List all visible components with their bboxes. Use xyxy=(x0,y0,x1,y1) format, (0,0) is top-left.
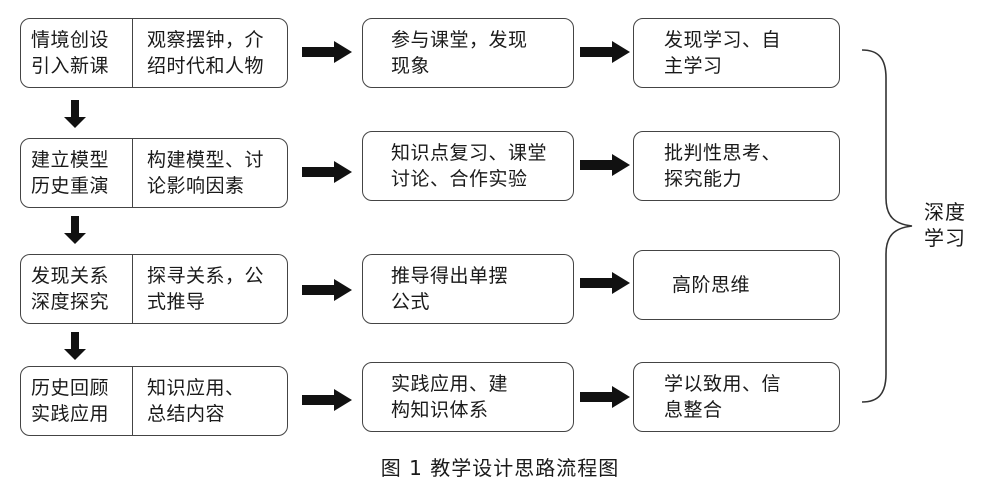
figure-caption: 图 1 教学设计思路流程图 xyxy=(380,456,620,480)
student-label-2: 知识点复习、课堂 讨论、合作实验 xyxy=(391,142,548,190)
outcome-label-3: 高阶思维 xyxy=(672,274,751,296)
stage-box-4: 历史回顾 实践应用 知识应用、 总结内容 xyxy=(20,366,288,436)
stage-box-1: 情境创设 引入新课 观察摆钟，介 绍时代和人物 xyxy=(20,18,288,88)
activity-label-2: 构建模型、讨 论影响因素 xyxy=(147,149,265,197)
arrow-right-icon xyxy=(302,279,352,301)
arrow-right-icon xyxy=(580,386,630,408)
activity-label-1: 观察摆钟，介 绍时代和人物 xyxy=(147,29,265,77)
student-label-3: 推导得出单摆 公式 xyxy=(391,265,509,313)
arrow-right-icon xyxy=(302,389,352,411)
arrow-right-icon xyxy=(580,41,630,63)
arrow-right-icon xyxy=(302,161,352,183)
stage-label-4: 历史回顾 实践应用 xyxy=(31,377,110,425)
stage-label-1: 情境创设 引入新课 xyxy=(31,29,110,77)
student-box-1: 参与课堂，发现 现象 xyxy=(362,18,574,88)
outcome-box-2: 批判性思考、 探究能力 xyxy=(633,131,840,201)
arrow-right-icon xyxy=(580,272,630,294)
arrow-down-icon xyxy=(64,332,86,360)
student-box-4: 实践应用、建 构知识体系 xyxy=(362,362,574,432)
student-label-4: 实践应用、建 构知识体系 xyxy=(391,373,509,421)
student-box-2: 知识点复习、课堂 讨论、合作实验 xyxy=(362,131,574,201)
student-label-1: 参与课堂，发现 现象 xyxy=(391,29,528,77)
arrow-down-icon xyxy=(64,216,86,244)
stage-label-3: 发现关系 深度探究 xyxy=(31,265,110,313)
arrow-down-icon xyxy=(64,100,86,128)
stage-label-2: 建立模型 历史重演 xyxy=(31,149,110,197)
arrow-right-icon xyxy=(302,41,352,63)
outcome-box-1: 发现学习、自 主学习 xyxy=(633,18,840,88)
outcome-label-2: 批判性思考、 探究能力 xyxy=(664,142,782,190)
stage-box-3: 发现关系 深度探究 探寻关系，公 式推导 xyxy=(20,254,288,324)
right-brace-icon xyxy=(861,49,913,403)
outcome-box-4: 学以致用、信 息整合 xyxy=(633,362,840,432)
outcome-label-1: 发现学习、自 主学习 xyxy=(664,29,782,77)
stage-box-2: 建立模型 历史重演 构建模型、讨 论影响因素 xyxy=(20,138,288,208)
activity-label-4: 知识应用、 总结内容 xyxy=(147,377,245,425)
deep-learning-label: 深度 学习 xyxy=(924,200,966,250)
student-box-3: 推导得出单摆 公式 xyxy=(362,254,574,324)
outcome-label-4: 学以致用、信 息整合 xyxy=(664,373,782,421)
outcome-box-3: 高阶思维 xyxy=(633,250,840,320)
activity-label-3: 探寻关系，公 式推导 xyxy=(147,265,265,313)
arrow-right-icon xyxy=(580,154,630,176)
